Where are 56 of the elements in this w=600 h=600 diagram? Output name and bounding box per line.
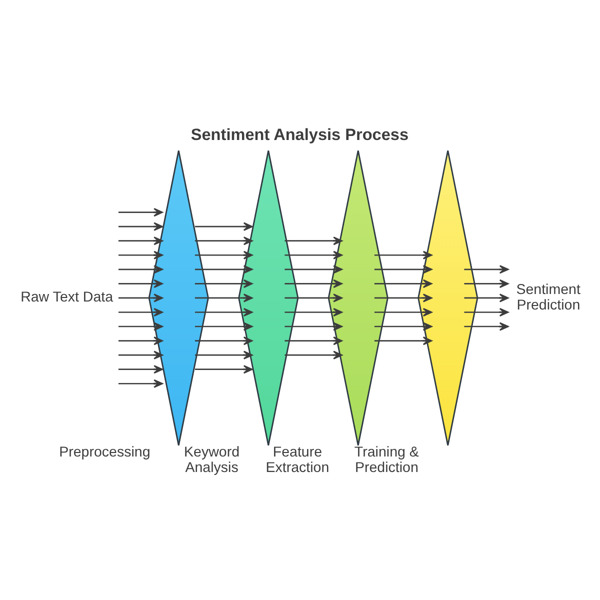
arrow [118,250,163,260]
arrow [374,294,432,302]
arrow [374,279,432,288]
arrow [194,222,253,231]
node-text: Raw Text Data [20,290,114,306]
node-label: Keyword Analysis [184,444,240,476]
arrow [194,279,253,288]
arrow [464,279,509,288]
arrow [464,294,509,302]
arrow [374,265,432,274]
arrow [194,294,253,302]
arrow [118,236,163,246]
node-text: Sentiment Prediction [516,282,580,314]
arrow [374,322,432,331]
arrow [194,365,253,374]
arrow [118,365,163,374]
arrow [194,250,253,260]
arrow [284,294,342,302]
arrow [284,350,342,360]
arrow [118,208,163,217]
arrow [284,322,342,331]
arrow [284,336,342,346]
arrow [194,236,253,246]
arrow [284,250,342,260]
arrow [284,236,342,246]
arrow [284,308,342,317]
arrow [194,265,253,274]
arrow [284,265,342,274]
arrow [464,308,509,317]
node-label: Training & Prediction [354,444,419,476]
arrow [194,322,253,331]
arrow [194,336,253,346]
arrow [194,350,253,360]
arrow [118,279,163,288]
arrow [118,265,163,274]
arrow [118,350,163,360]
diagram-title: Sentiment Analysis Process [190,126,409,144]
arrow [464,265,509,274]
arrow [464,322,509,331]
arrow [284,279,342,288]
arrow [194,308,253,317]
arrow [374,336,432,346]
arrow [118,222,163,231]
arrow [118,322,163,331]
node-diamond [328,150,388,446]
node-diamond [418,150,478,446]
node-label: Preprocessing [59,444,150,461]
node-diamond [148,150,209,446]
arrow [118,308,163,317]
arrow [374,308,432,317]
node-label: Feature Extraction [266,444,330,476]
arrow [118,336,163,346]
node-diamond [238,150,299,446]
arrow [374,250,432,260]
arrow [118,294,163,302]
arrow [118,379,163,388]
